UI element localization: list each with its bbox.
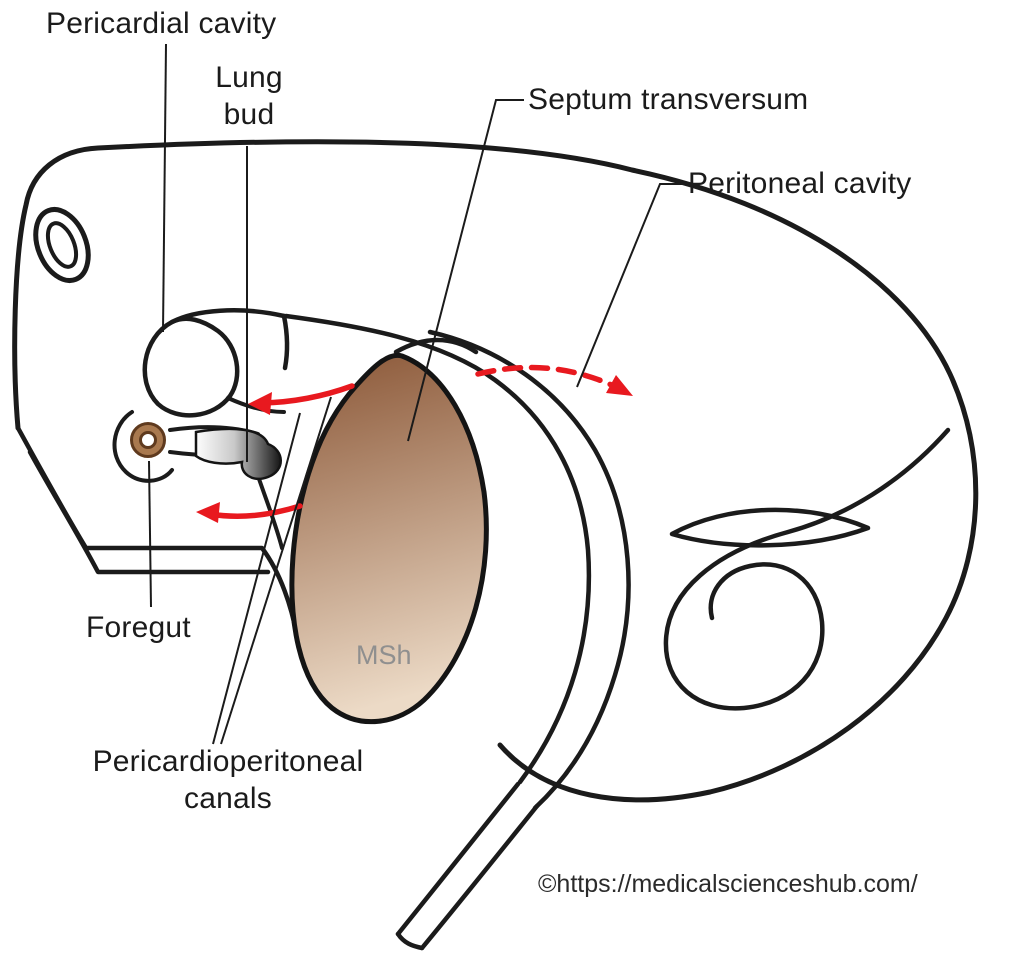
pericardioperitoneal-canals-label-line1: Pericardioperitoneal <box>92 745 364 778</box>
septum-transversum-shape <box>289 352 489 725</box>
lung-bud-label-line1: Lung <box>215 61 283 94</box>
head-cut-edge-lower <box>27 449 271 575</box>
tail-line-right <box>419 803 540 951</box>
inner-body-wall-right <box>427 329 631 811</box>
otic-vesicle-inner <box>45 221 79 269</box>
pericardioperitoneal-canals-label: Pericardioperitoneal canals <box>58 744 398 817</box>
red-arrow-dashed-right-head <box>606 375 633 396</box>
tail-line-left <box>395 781 521 937</box>
red-arrow-upper-left-head <box>248 392 272 415</box>
tail-tip <box>395 931 425 951</box>
dorsal-notch-curve <box>393 337 479 355</box>
credit-text: ©https://medicalscienceshub.com/ <box>538 870 918 898</box>
leader-pericardial-cavity <box>162 43 167 333</box>
caudal-curl-fold <box>669 507 871 548</box>
watermark-text: MSh <box>356 640 412 670</box>
leader-pericardioperitoneal-canal-2 <box>220 396 332 745</box>
caudal-curl-spiral <box>663 427 951 711</box>
red-arrow-upper-left <box>259 383 355 406</box>
red-arrows <box>196 364 633 523</box>
foregut-ring-inner <box>139 431 157 449</box>
pericardioperitoneal-canals-label-line2: canals <box>184 781 272 815</box>
pericardial-cavity-shape <box>142 316 240 418</box>
red-arrow-dashed-right <box>475 364 621 391</box>
lung-bud-label: Lung bud <box>190 60 308 133</box>
leader-pericardioperitoneal-canal-1 <box>212 412 301 745</box>
red-arrow-lower-left-head <box>196 502 220 523</box>
septum-transversum-label: Septum transversum <box>528 83 809 116</box>
body-outline <box>12 139 979 803</box>
red-arrow-lower-left <box>207 503 303 519</box>
head-interior-top-line <box>169 308 287 325</box>
head-block-right-edge <box>281 313 290 371</box>
embryo-linework <box>12 139 979 951</box>
foregut-label: Foregut <box>86 611 191 644</box>
otic-vesicle-outer <box>33 207 91 283</box>
inner-body-wall-left <box>283 313 592 785</box>
leader-septum-transversum <box>407 99 524 442</box>
foregut-ring <box>130 422 166 458</box>
peritoneal-cavity-label: Peritoneal cavity <box>688 167 912 200</box>
lung-bud-label-line2: bud <box>223 97 275 131</box>
foregut-ring-outer <box>130 422 166 458</box>
stomach-pouch-curve <box>112 410 174 483</box>
leader-foregut <box>148 460 152 608</box>
pericardial-cavity-label: Pericardial cavity <box>46 7 277 40</box>
leader-peritoneal-cavity <box>576 183 686 388</box>
leader-lines <box>148 43 686 745</box>
lung-bud-shape <box>194 427 282 480</box>
